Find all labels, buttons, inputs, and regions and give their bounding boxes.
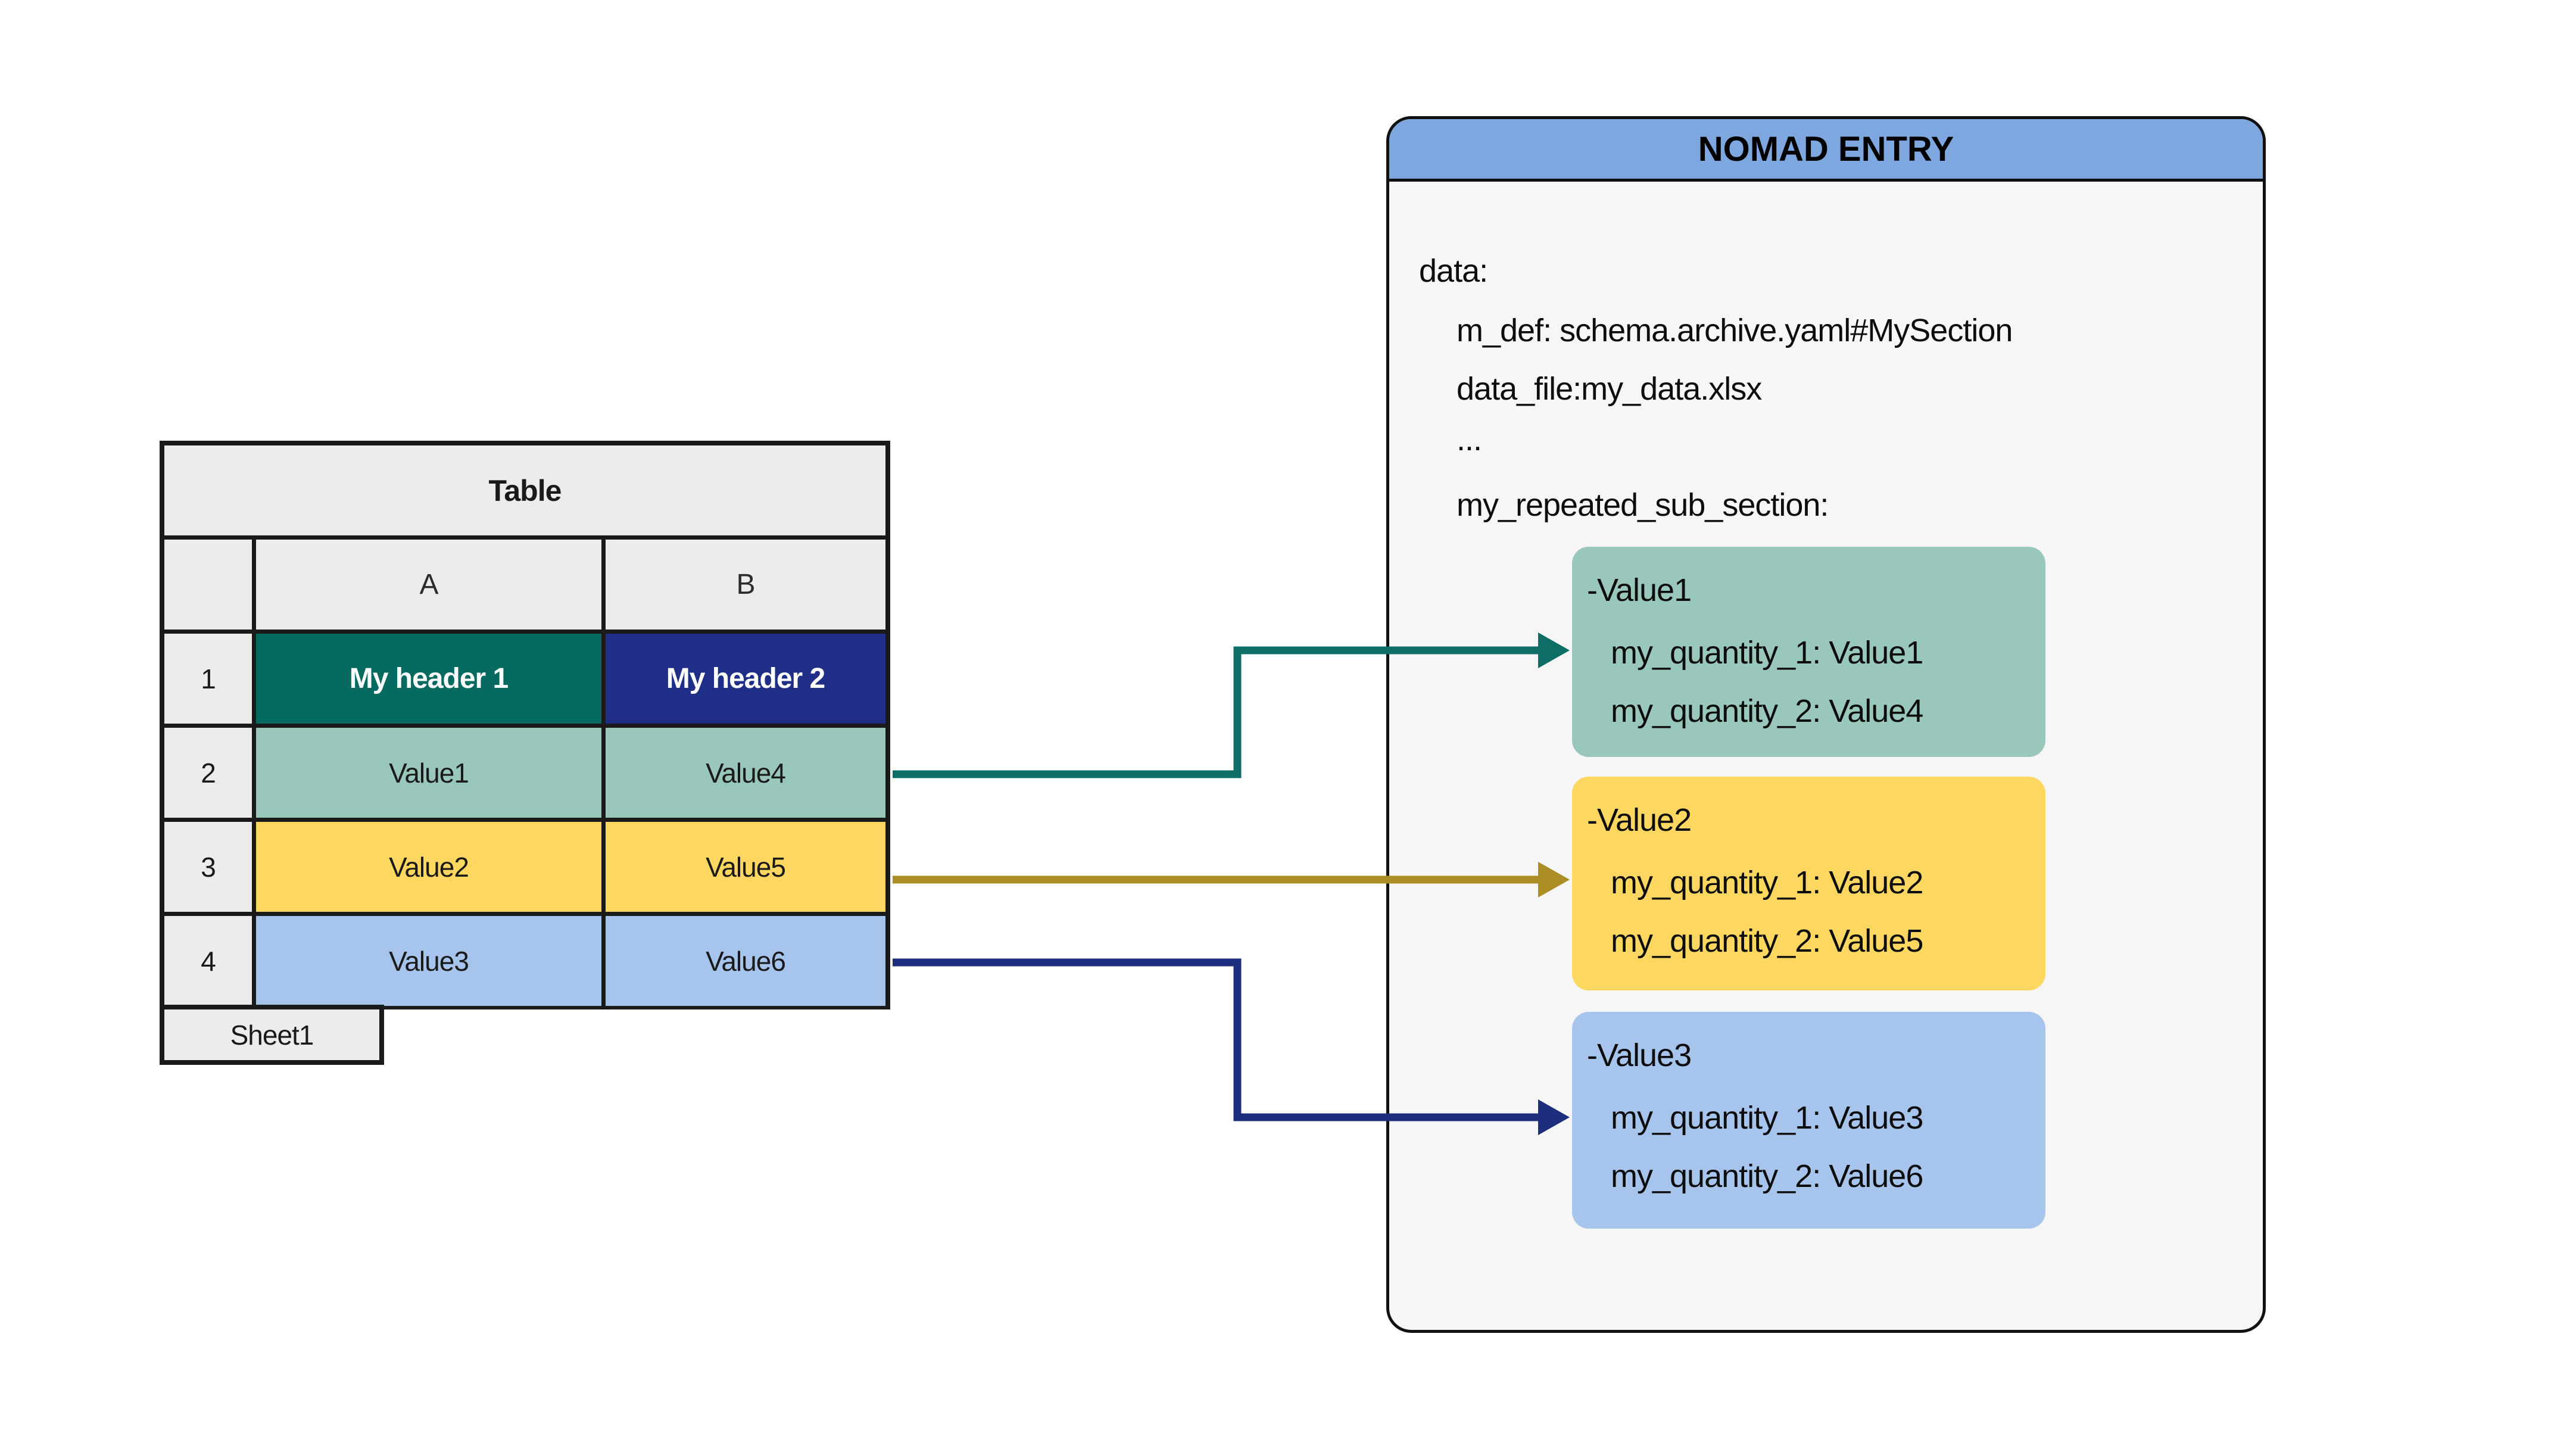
row-number: 2 — [164, 728, 252, 818]
yaml-line-data: data: — [1419, 253, 1488, 289]
cell-value6: Value6 — [606, 916, 885, 1006]
spreadsheet-table: Table A B 1 My header 1 My header 2 2 Va… — [160, 441, 890, 1009]
column-header-b: B — [606, 540, 885, 630]
table-title: Table — [164, 445, 885, 535]
sub-section-box-green: -Value1 my_quantity_1: Value1 my_quantit… — [1572, 547, 2045, 757]
sheet-tab: Sheet1 — [160, 1005, 384, 1065]
table-row: 1 My header 1 My header 2 — [164, 634, 885, 724]
arrowhead-green — [1538, 632, 1570, 668]
sub-section-heading: -Value1 — [1587, 572, 1692, 608]
sub-section-box-yellow: -Value2 my_quantity_1: Value2 my_quantit… — [1572, 777, 2045, 990]
yaml-line-repeated-sub-section: my_repeated_sub_section: — [1457, 487, 1829, 523]
cell-value4: Value4 — [606, 728, 885, 818]
arrow-row2-to-green — [893, 646, 1541, 778]
yaml-line-data-file: data_file:my_data.xlsx — [1457, 371, 1762, 407]
cell-value2: Value2 — [256, 822, 601, 912]
table-row: 4 Value3 Value6 — [164, 916, 885, 1006]
arrowhead-yellow — [1538, 862, 1570, 898]
sub-section-quantity-2: my_quantity_2: Value4 — [1611, 693, 1923, 729]
nomad-entry-panel: NOMAD ENTRY data: m_def: schema.archive.… — [1386, 116, 2266, 1333]
sub-section-quantity-1: my_quantity_1: Value3 — [1611, 1100, 1923, 1136]
cell-my-header-2: My header 2 — [606, 634, 885, 724]
cell-value3: Value3 — [256, 916, 601, 1006]
sub-section-quantity-2: my_quantity_2: Value6 — [1611, 1158, 1923, 1194]
row-number: 4 — [164, 916, 252, 1006]
row-number: 3 — [164, 822, 252, 912]
yaml-line-ellipsis: ... — [1457, 422, 1482, 457]
arrowhead-blue — [1538, 1099, 1570, 1135]
sub-section-heading: -Value2 — [1587, 802, 1692, 838]
cell-my-header-1: My header 1 — [256, 634, 601, 724]
cell-value1: Value1 — [256, 728, 601, 818]
table-row: 2 Value1 Value4 — [164, 728, 885, 818]
yaml-line-m-def: m_def: schema.archive.yaml#MySection — [1457, 313, 2013, 348]
column-header-a: A — [256, 540, 601, 630]
sub-section-quantity-1: my_quantity_1: Value2 — [1611, 865, 1923, 900]
table-row: 3 Value2 Value5 — [164, 822, 885, 912]
arrow-row4-to-blue — [893, 958, 1541, 1121]
row-number: 1 — [164, 634, 252, 724]
sub-section-heading: -Value3 — [1587, 1037, 1692, 1073]
sub-section-quantity-2: my_quantity_2: Value5 — [1611, 923, 1923, 959]
nomad-entry-title: NOMAD ENTRY — [1389, 119, 2263, 182]
corner-cell — [164, 540, 252, 630]
cell-value5: Value5 — [606, 822, 885, 912]
sub-section-box-blue: -Value3 my_quantity_1: Value3 my_quantit… — [1572, 1012, 2045, 1229]
sub-section-quantity-1: my_quantity_1: Value1 — [1611, 635, 1923, 671]
